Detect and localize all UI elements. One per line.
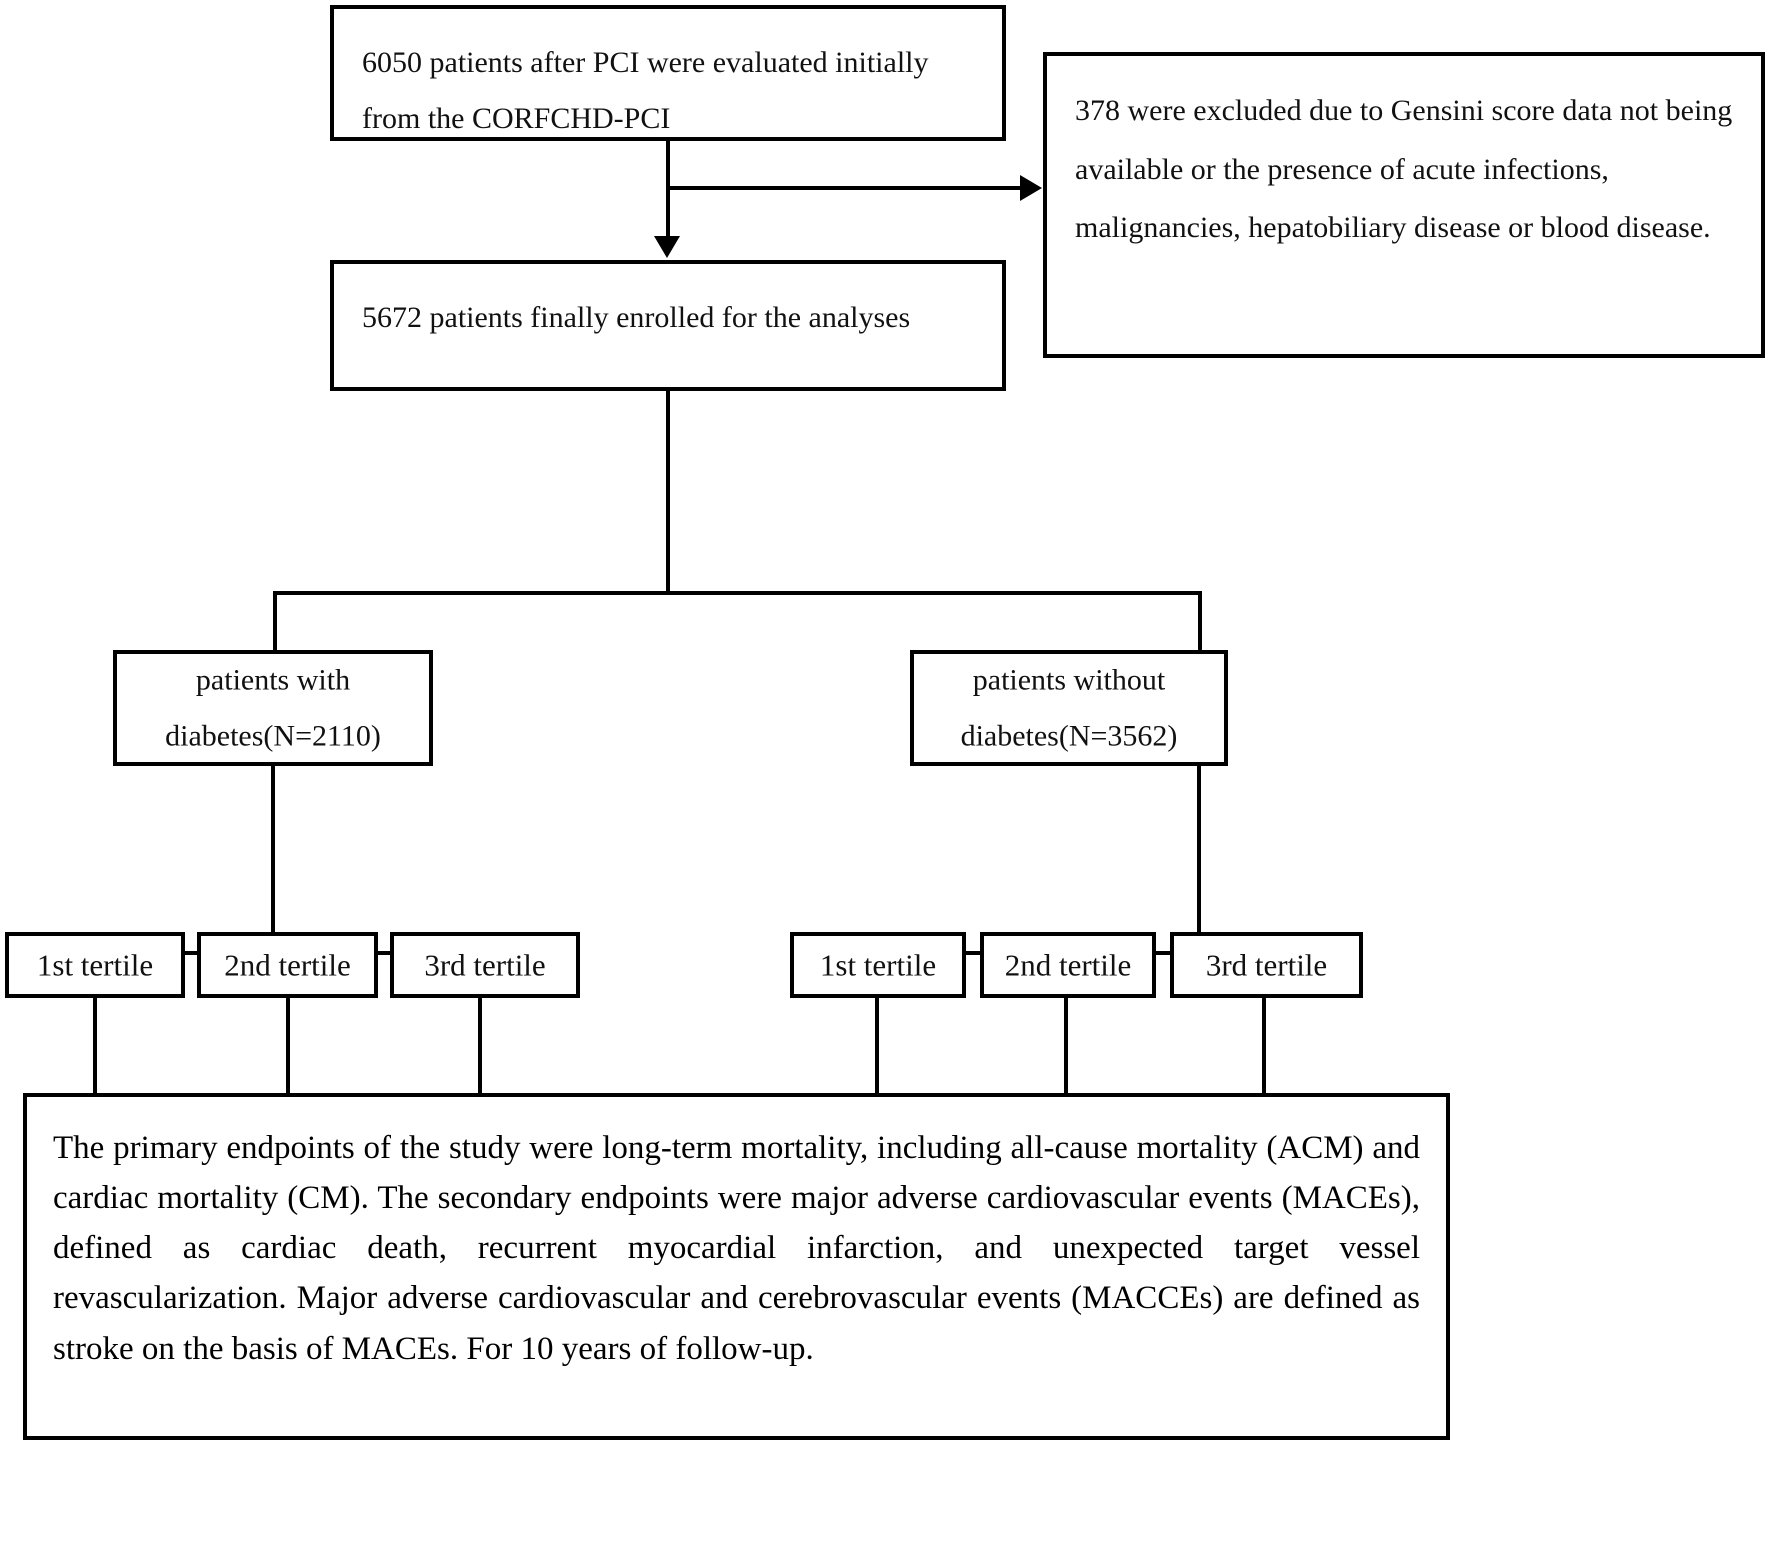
connector-nd-t3-to-endpoints [1262, 998, 1266, 1096]
arrowhead-to-excluded [1020, 175, 1042, 201]
arrowhead-to-enrolled [654, 236, 680, 258]
node-no-diabetes-group-line2: diabetes(N=3562) [960, 719, 1178, 752]
connector-enrolled-trunk [666, 391, 670, 593]
node-enrolled: 5672 patients finally enrolled for the a… [330, 260, 1006, 391]
node-diabetes-tertile-2: 2nd tertile [197, 932, 378, 998]
connector-split-to-no-diabetes [1198, 591, 1202, 652]
node-study-endpoints: The primary endpoints of the study were … [23, 1093, 1450, 1440]
connector-diabetes-trunk [271, 766, 275, 954]
node-no-diabetes-tertile-2-label: 2nd tertile [1004, 947, 1132, 983]
node-study-endpoints-text: The primary endpoints of the study were … [53, 1130, 1420, 1367]
node-excluded: 378 were excluded due to Gensini score d… [1043, 52, 1765, 358]
node-diabetes-tertile-2-label: 2nd tertile [224, 947, 351, 983]
node-diabetes-tertile-3: 3rd tertile [390, 932, 580, 998]
node-excluded-text: 378 were excluded due to Gensini score d… [1075, 94, 1733, 244]
node-no-diabetes-tertile-3-label: 3rd tertile [1205, 947, 1328, 983]
connector-group-split-bar [273, 591, 1202, 595]
connector-dm-t2-to-endpoints [286, 998, 290, 1096]
node-initial-cohort-text: 6050 patients after PCI were evaluated i… [362, 46, 929, 135]
node-diabetes-tertile-1-label: 1st tertile [36, 947, 154, 983]
node-diabetes-tertile-3-label: 3rd tertile [424, 947, 546, 983]
connector-nd-t1-to-endpoints [875, 998, 879, 1096]
node-diabetes-tertile-1: 1st tertile [5, 932, 185, 998]
connector-to-excluded [666, 186, 1022, 190]
node-no-diabetes-group-line1: patients without [972, 663, 1166, 697]
node-enrolled-text: 5672 patients finally enrolled for the a… [362, 301, 911, 334]
node-no-diabetes-tertile-2: 2nd tertile [980, 932, 1156, 998]
node-no-diabetes-tertile-1: 1st tertile [790, 932, 966, 998]
node-diabetes-group: patients with diabetes(N=2110) [113, 650, 433, 766]
node-diabetes-group-line1: patients with [195, 663, 351, 697]
connector-split-to-diabetes [273, 591, 277, 652]
connector-dm-t3-to-endpoints [478, 998, 482, 1096]
node-diabetes-group-line2: diabetes(N=2110) [165, 719, 381, 752]
node-no-diabetes-tertile-1-label: 1st tertile [819, 947, 937, 983]
node-no-diabetes-tertile-3: 3rd tertile [1170, 932, 1363, 998]
connector-nd-t2-to-endpoints [1064, 998, 1068, 1096]
node-no-diabetes-group: patients without diabetes(N=3562) [910, 650, 1228, 766]
connector-no-diabetes-trunk [1197, 766, 1201, 954]
node-initial-cohort: 6050 patients after PCI were evaluated i… [330, 5, 1006, 141]
connector-dm-t1-to-endpoints [93, 998, 97, 1096]
